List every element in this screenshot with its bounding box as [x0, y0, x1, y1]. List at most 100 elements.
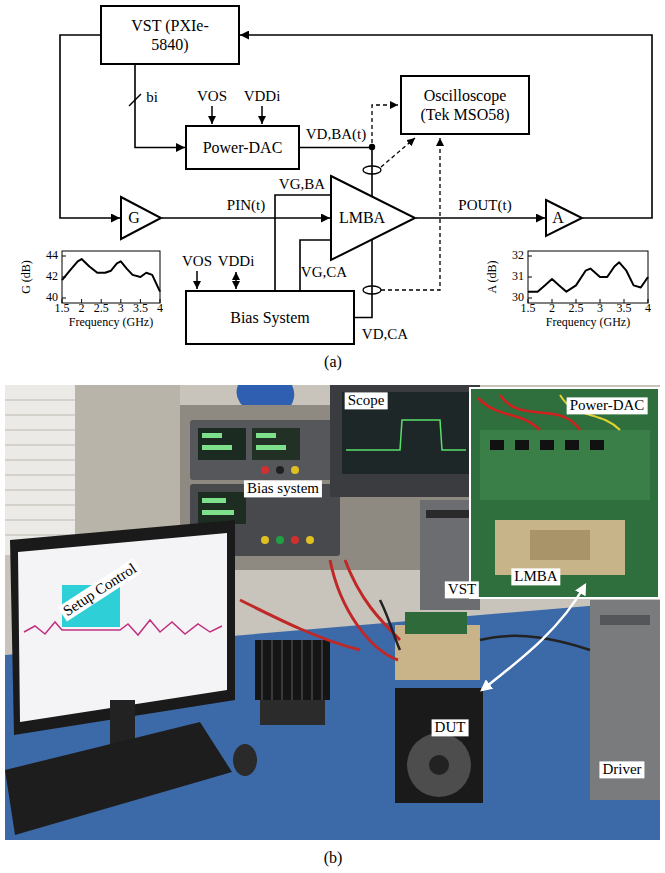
axis-tick — [528, 277, 532, 278]
lab-photo — [262, 640, 322, 700]
photo-callout: Driver — [599, 761, 644, 778]
lab-photo — [600, 615, 650, 625]
triangle-shape — [121, 197, 161, 239]
photo-callout: Scope — [345, 392, 388, 409]
lab-photo — [530, 530, 590, 560]
lab-photo — [480, 430, 650, 500]
lab-photo — [233, 744, 257, 776]
lab-photo — [276, 536, 284, 544]
supply-arrow — [235, 272, 237, 289]
tick-label: 31 — [512, 270, 524, 284]
lab-photo — [380, 600, 400, 650]
lab-photo — [470, 388, 659, 598]
lab-photo — [5, 489, 75, 491]
tick-label: 3.5 — [617, 302, 632, 316]
tick-label: 1.5 — [55, 302, 70, 316]
axis-tick — [528, 256, 532, 257]
lab-photo — [301, 640, 303, 700]
lab-photo — [5, 519, 75, 521]
lab-photo — [426, 510, 474, 518]
lab-photo — [5, 400, 75, 535]
lab-photo — [291, 536, 299, 544]
tick-label: 3.5 — [133, 302, 148, 316]
tick-label: 3 — [597, 302, 603, 316]
supply-name: VDDi — [244, 88, 281, 105]
photo-callout: Power-DAC — [567, 397, 648, 414]
lab-photo — [252, 428, 300, 460]
signal-wire — [416, 217, 545, 219]
lab-photo — [260, 700, 325, 725]
gain-curve-plot — [62, 251, 160, 303]
tick-label: 42 — [46, 270, 58, 284]
signal-wire — [135, 65, 185, 148]
tick-label: 2 — [549, 302, 555, 316]
axis-title: G (dB) — [20, 260, 34, 294]
lab-photo — [565, 440, 579, 450]
lab-photo — [261, 536, 269, 544]
photo-callout: LMBA — [511, 568, 560, 585]
lab-photo — [321, 640, 323, 700]
lab-photo — [5, 385, 660, 840]
signal-wire — [162, 217, 330, 219]
lab-photo — [24, 620, 222, 635]
probe-lead — [381, 138, 415, 167]
signal-name: VD,CA — [362, 326, 408, 343]
bias-box: Bias System — [185, 290, 355, 345]
signal-wire — [240, 35, 652, 218]
plot-curve — [528, 262, 648, 291]
lab-photo — [490, 440, 504, 450]
triangle-outline — [545, 199, 583, 237]
panel-label: (a) — [324, 353, 342, 371]
lab-photo — [429, 755, 449, 775]
lab-photo — [5, 414, 75, 416]
lab-photo — [482, 585, 585, 690]
axis-tick — [62, 298, 66, 299]
attenuator-curve-plot — [528, 251, 648, 303]
plot-frame — [528, 251, 648, 303]
lab-photo — [5, 444, 75, 446]
tick-label: 2 — [79, 302, 85, 316]
tick-label: 2.5 — [569, 302, 584, 316]
node-text: Power-DAC — [203, 138, 283, 157]
plot-curve — [62, 259, 160, 292]
node-text: LMBA — [339, 208, 385, 227]
axis-title: A (dB) — [486, 261, 500, 294]
lab-photo — [291, 466, 299, 474]
supply-arrow — [261, 106, 263, 124]
lab-photo — [291, 640, 293, 700]
tick-label: 3 — [118, 302, 124, 316]
lab-photo — [5, 399, 75, 401]
lab-photo — [198, 492, 246, 524]
lab-photo — [18, 533, 227, 722]
lab-photo — [346, 420, 466, 450]
lab-photo — [342, 392, 470, 474]
lab-photo — [5, 474, 75, 476]
lab-photo — [330, 385, 480, 497]
attenuator-triangle: A — [545, 199, 583, 237]
signal-name: VG,BA — [279, 176, 325, 193]
lab-photo — [202, 498, 234, 515]
supply-name: VDDi — [218, 253, 255, 270]
signal-name: PIN(t) — [227, 197, 265, 214]
lab-photo — [202, 510, 234, 515]
lab-photo — [261, 640, 263, 700]
node-text: A — [552, 208, 564, 227]
tick-label: 4 — [157, 302, 163, 316]
probe-lead — [372, 105, 398, 143]
dac-box: Power-DAC — [185, 125, 300, 170]
lab-photo — [5, 722, 232, 835]
lab-photo — [590, 440, 604, 450]
lab-photo — [311, 640, 313, 700]
lab-photo — [202, 433, 286, 450]
lab-photo — [271, 640, 273, 700]
triangle-outline — [120, 196, 162, 240]
signal-name: POUT(t) — [458, 197, 511, 214]
supply-arrow — [211, 106, 213, 124]
signal-wire — [355, 240, 372, 318]
lab-photo — [306, 536, 314, 544]
photo-callout: VST — [445, 581, 479, 598]
lab-photo — [5, 385, 660, 840]
lab-photo — [198, 428, 246, 460]
signal-name: VD,BA(t) — [306, 126, 366, 143]
